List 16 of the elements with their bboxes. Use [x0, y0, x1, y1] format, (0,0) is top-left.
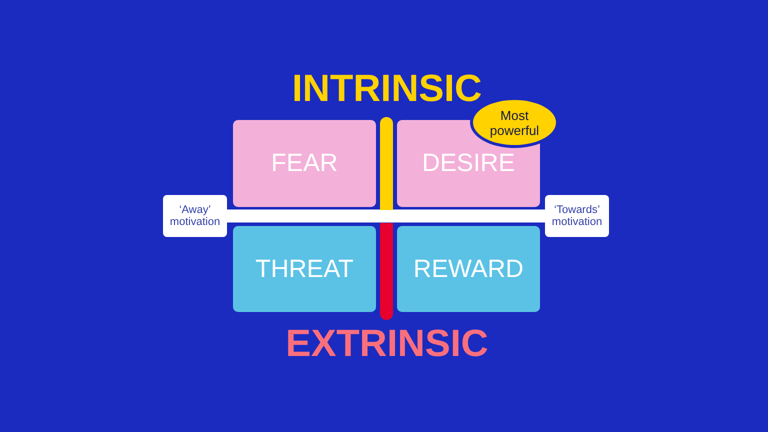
quadrant-label: REWARD — [413, 256, 524, 282]
quadrant-box — [233, 226, 376, 312]
axis-end-label: ‘Away’ motivation — [168, 204, 222, 228]
axis-title: INTRINSIC — [292, 70, 482, 108]
quadrant-box — [397, 226, 540, 312]
axis-end-label-box — [163, 195, 227, 237]
quadrant-box — [233, 120, 376, 207]
callout-tooltip — [473, 100, 556, 145]
connector-line — [227, 210, 545, 222]
axis-end-label: ‘Towards’ motivation — [550, 204, 604, 228]
axis-title: EXTRINSIC — [286, 325, 488, 363]
quadrant-label: FEAR — [271, 151, 338, 176]
callout-text: Most powerful — [488, 108, 540, 138]
axis-end-label-box — [545, 195, 609, 237]
quadrant-label: DESIRE — [422, 151, 516, 176]
quadrant-label: THREAT — [255, 256, 354, 282]
